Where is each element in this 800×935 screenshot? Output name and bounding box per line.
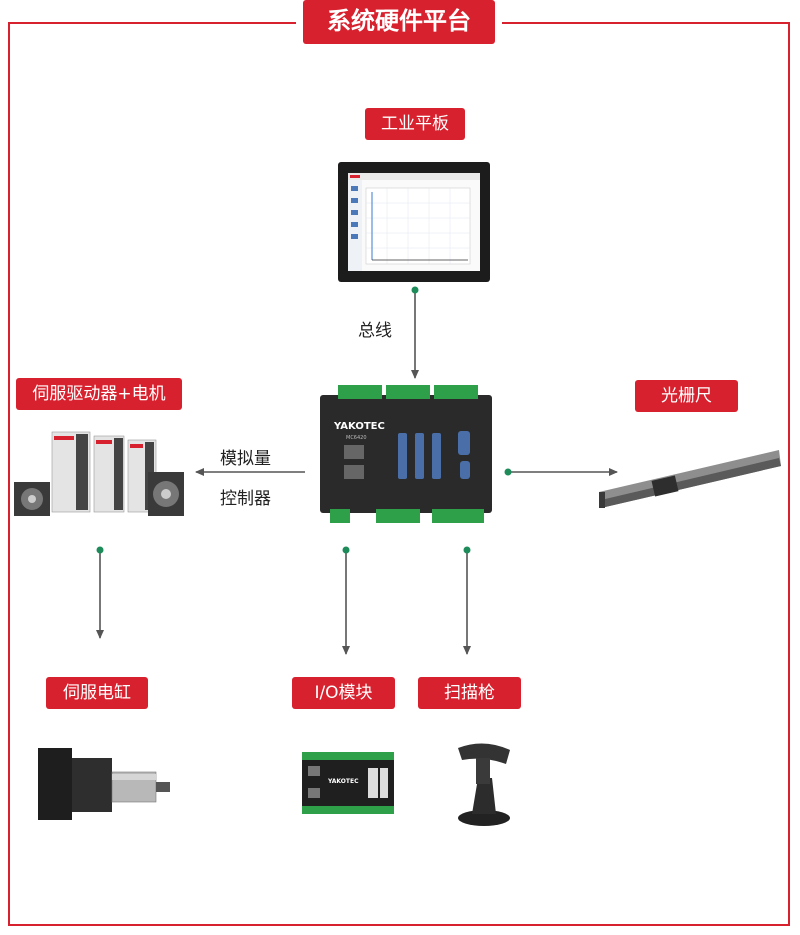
scanner-label: 扫描枪 (418, 677, 521, 709)
controller-signal-label: 控制器 (220, 489, 271, 509)
tablet-label: 工业平板 (365, 108, 465, 140)
industrial-tablet-image (338, 162, 490, 282)
motion-controller-image: YAKOTEC MC6420 (320, 385, 492, 523)
io-dot (342, 546, 350, 554)
io-brand: YAKOTEC (327, 778, 359, 785)
controller-model: MC6420 (346, 435, 367, 441)
io-module-label: I/O模块 (292, 677, 395, 709)
servo-drive-image (14, 431, 184, 516)
page-title: 系统硬件平台 (303, 0, 495, 44)
servo-drive-label: 伺服驱动器+电机 (16, 378, 182, 410)
servo-cylinder-image (38, 748, 170, 820)
bus-dot (411, 286, 419, 294)
controller-brand: YAKOTEC (333, 421, 385, 432)
barcode-scanner-image (458, 743, 510, 826)
scanner-dot (463, 546, 471, 554)
analog-label: 模拟量 (220, 449, 271, 469)
io-module-image: YAKOTEC (302, 752, 394, 814)
bus-label: 总线 (358, 321, 392, 341)
grating-dot (504, 468, 512, 476)
grating-scale-image (599, 450, 781, 508)
grating-label: 光栅尺 (635, 380, 738, 412)
cylinder-dot (96, 546, 104, 554)
servo-cylinder-label: 伺服电缸 (46, 677, 148, 709)
